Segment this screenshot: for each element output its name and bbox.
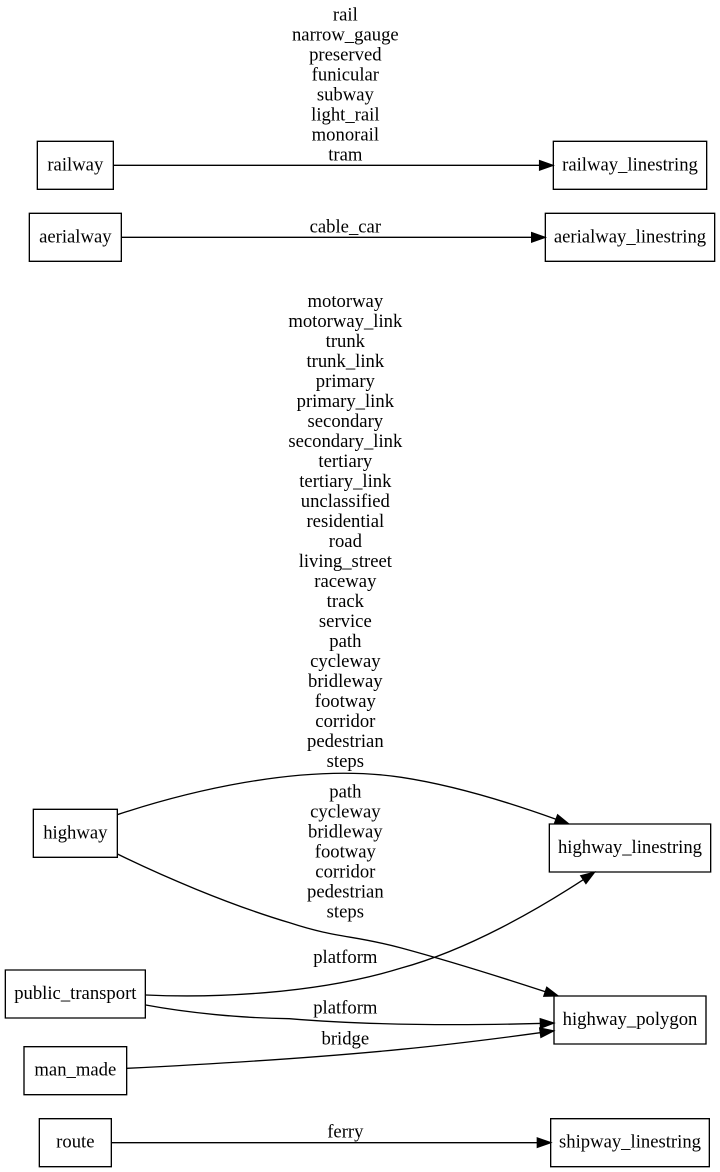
svg-text:primary_link: primary_link bbox=[297, 391, 395, 412]
svg-text:footway: footway bbox=[315, 691, 377, 712]
svg-text:preserved: preserved bbox=[309, 44, 382, 65]
svg-text:secondary_link: secondary_link bbox=[288, 431, 403, 452]
svg-text:platform: platform bbox=[313, 998, 378, 1019]
svg-text:pedestrian: pedestrian bbox=[307, 882, 384, 903]
svg-text:railway_linestring: railway_linestring bbox=[562, 154, 698, 175]
svg-text:unclassified: unclassified bbox=[301, 491, 391, 512]
svg-text:shipway_linestring: shipway_linestring bbox=[559, 1132, 701, 1153]
svg-text:raceway: raceway bbox=[314, 571, 377, 592]
svg-text:corridor: corridor bbox=[315, 711, 376, 732]
svg-text:railway: railway bbox=[47, 154, 104, 175]
svg-text:road: road bbox=[329, 531, 363, 552]
svg-text:narrow_gauge: narrow_gauge bbox=[292, 24, 399, 45]
svg-text:cable_car: cable_car bbox=[310, 216, 382, 237]
svg-text:route: route bbox=[56, 1132, 94, 1153]
svg-text:motorway: motorway bbox=[308, 291, 384, 312]
svg-text:tertiary: tertiary bbox=[318, 451, 373, 472]
svg-text:aerialway: aerialway bbox=[39, 226, 112, 247]
svg-text:tram: tram bbox=[328, 144, 363, 165]
svg-text:primary: primary bbox=[316, 371, 376, 392]
svg-text:bridleway: bridleway bbox=[308, 822, 383, 843]
svg-text:secondary: secondary bbox=[308, 411, 384, 432]
svg-text:bridleway: bridleway bbox=[308, 671, 383, 692]
svg-text:tertiary_link: tertiary_link bbox=[299, 471, 392, 492]
svg-text:path: path bbox=[329, 782, 362, 803]
svg-text:monorail: monorail bbox=[312, 124, 379, 145]
svg-text:subway: subway bbox=[317, 84, 375, 105]
svg-text:aerialway_linestring: aerialway_linestring bbox=[554, 226, 706, 247]
svg-text:pedestrian: pedestrian bbox=[307, 731, 384, 752]
svg-text:trunk_link: trunk_link bbox=[306, 351, 384, 372]
svg-text:funicular: funicular bbox=[312, 64, 380, 85]
svg-text:bridge: bridge bbox=[321, 1028, 369, 1049]
svg-text:living_street: living_street bbox=[299, 551, 393, 572]
svg-text:man_made: man_made bbox=[34, 1060, 116, 1081]
svg-text:public_transport: public_transport bbox=[14, 983, 137, 1004]
svg-text:rail: rail bbox=[333, 4, 358, 25]
svg-text:service: service bbox=[319, 611, 372, 632]
svg-text:cycleway: cycleway bbox=[310, 802, 381, 823]
svg-text:highway_polygon: highway_polygon bbox=[563, 1009, 698, 1030]
svg-text:track: track bbox=[327, 591, 365, 612]
svg-text:path: path bbox=[329, 631, 362, 652]
svg-text:platform: platform bbox=[313, 947, 378, 968]
svg-text:highway_linestring: highway_linestring bbox=[558, 837, 702, 858]
svg-text:cycleway: cycleway bbox=[310, 651, 381, 672]
svg-text:residential: residential bbox=[306, 511, 384, 532]
svg-text:ferry: ferry bbox=[327, 1122, 364, 1143]
svg-text:trunk: trunk bbox=[326, 331, 366, 352]
svg-text:steps: steps bbox=[327, 751, 364, 772]
svg-text:motorway_link: motorway_link bbox=[288, 311, 403, 332]
svg-text:highway: highway bbox=[43, 822, 108, 843]
svg-text:footway: footway bbox=[315, 842, 377, 863]
svg-text:light_rail: light_rail bbox=[311, 104, 379, 125]
svg-text:steps: steps bbox=[327, 902, 364, 923]
svg-text:corridor: corridor bbox=[315, 862, 376, 883]
